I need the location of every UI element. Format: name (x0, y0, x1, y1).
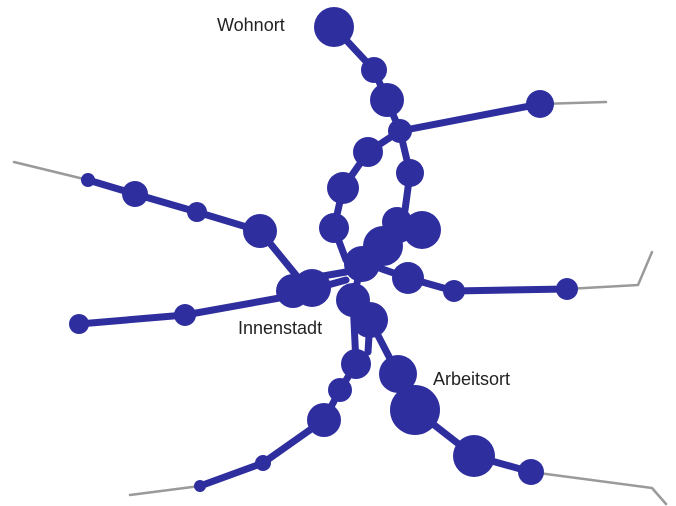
label-wohnort: Wohnort (217, 15, 285, 35)
label-arbeitsort: Arbeitsort (433, 369, 510, 389)
station-node (392, 262, 424, 294)
station-node (327, 172, 359, 204)
station-southwest-terminal (194, 480, 206, 492)
station-node (122, 181, 148, 207)
station-southeast-terminal (518, 459, 544, 485)
station-node (396, 159, 424, 187)
label-innenstadt: Innenstadt (238, 318, 322, 338)
station-node (390, 385, 440, 435)
station-node (353, 137, 383, 167)
station-node (293, 269, 331, 307)
station-node (328, 378, 352, 402)
station-northeast-terminal (526, 90, 554, 118)
station-node (370, 83, 404, 117)
station-node (388, 119, 412, 143)
station-node (255, 455, 271, 471)
station-hub (344, 246, 380, 282)
station-node (361, 57, 387, 83)
station-wohnort (314, 7, 354, 47)
station-node (307, 403, 341, 437)
station-node (341, 349, 371, 379)
outer-line-southeast (529, 470, 668, 506)
outer-line-west (12, 160, 90, 182)
station-node (187, 202, 207, 222)
station-northwest-terminal (81, 173, 95, 187)
station-node (243, 214, 277, 248)
station-node (443, 280, 465, 302)
station-west-terminal (69, 314, 89, 334)
station-innenstadt (352, 302, 388, 338)
station-east-terminal (556, 278, 578, 300)
label-group: Wohnort Innenstadt Arbeitsort (217, 15, 510, 389)
outer-line-southwest (128, 484, 202, 497)
track-northeast-branch (396, 100, 544, 135)
track-southeast-branch (366, 316, 535, 476)
track-east-branch (358, 258, 571, 295)
station-group (69, 7, 578, 492)
station-node (403, 211, 441, 249)
station-node (453, 435, 495, 477)
station-arbeitsort (379, 355, 417, 393)
outer-line-east (565, 250, 654, 291)
station-node (319, 213, 349, 243)
outer-line-group (12, 100, 668, 506)
station-node (174, 304, 196, 326)
